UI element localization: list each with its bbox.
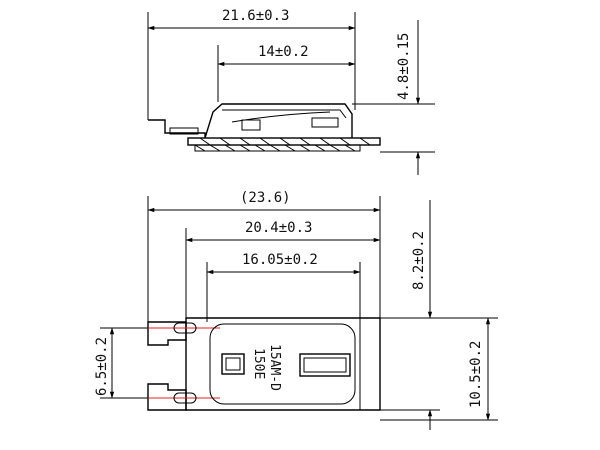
contact-block bbox=[241, 119, 261, 131]
dim-terminal-spacing: 6.5±0.2 bbox=[94, 337, 110, 396]
contact-block bbox=[311, 117, 339, 128]
terminal-tab bbox=[169, 127, 199, 135]
contact-window-right-inner bbox=[303, 357, 347, 373]
base-plate bbox=[187, 137, 381, 146]
dim-bottom-width: 10.5±0.2 bbox=[468, 341, 484, 408]
marking-line1: 15AM-D bbox=[267, 344, 282, 391]
plan-view: (23.6) 20.4±0.3 16.05±0.2 8.2±0.2 10.5±0… bbox=[94, 190, 498, 430]
base-hatching bbox=[194, 144, 356, 152]
dim-bottom-tab-height: 8.2±0.2 bbox=[411, 231, 427, 290]
dim-bottom-reference: (23.6) bbox=[240, 190, 291, 206]
housing-inner-line bbox=[222, 109, 347, 119]
left-terminal-profile bbox=[148, 119, 206, 138]
dim-top-height: 4.8±0.15 bbox=[396, 33, 412, 100]
dim-bottom-overall: 20.4±0.3 bbox=[245, 220, 312, 236]
base-lower bbox=[194, 144, 361, 152]
contact-window-left bbox=[221, 353, 245, 375]
contact-window-right bbox=[299, 353, 351, 377]
terminal-upper bbox=[147, 321, 187, 346]
dim-bottom-body: 16.05±0.2 bbox=[242, 252, 318, 268]
terminal-slot-lower bbox=[173, 392, 197, 404]
plate-hatching bbox=[199, 137, 371, 146]
dim-top-body: 14±0.2 bbox=[258, 44, 309, 60]
marking-line2: 150E bbox=[251, 348, 266, 379]
body-outline bbox=[185, 317, 381, 411]
contact-window-left-inner bbox=[225, 357, 241, 371]
terminal-lower bbox=[147, 383, 187, 411]
housing-profile bbox=[204, 103, 353, 139]
dim-top-overall: 21.6±0.3 bbox=[222, 8, 289, 24]
terminal-slot-upper bbox=[173, 322, 197, 334]
label-area bbox=[209, 323, 356, 405]
side-view: 21.6±0.3 14±0.2 4.8±0.15 bbox=[147, 8, 435, 175]
